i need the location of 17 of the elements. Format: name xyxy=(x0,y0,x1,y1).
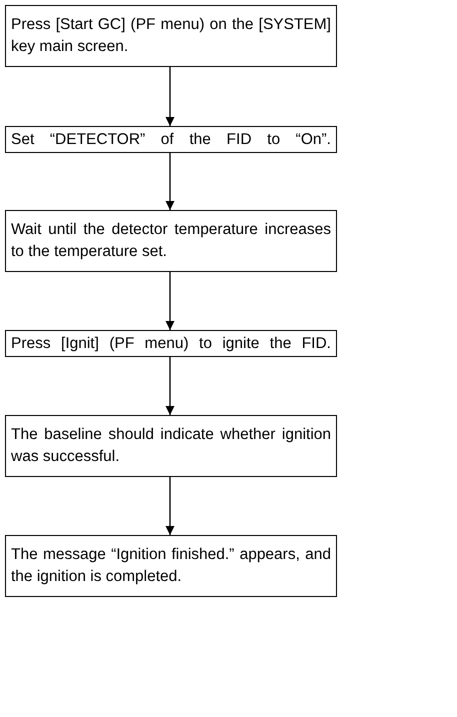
step-text: Press [Start GC] (PF menu) on the [SYSTEM] key main screen. xyxy=(11,15,331,57)
process-box xyxy=(5,415,337,477)
arrow xyxy=(166,357,174,415)
step-text: Set “DETECTOR” of the FID to “On”. xyxy=(11,130,331,150)
step-text: The baseline should indicate whether ignition was successful. xyxy=(11,425,331,467)
arrow xyxy=(166,153,174,210)
process-box xyxy=(5,5,337,67)
step-text: Press [Ignit] (PF menu) to ignite the FID. xyxy=(11,334,331,354)
arrow xyxy=(166,477,174,535)
step-text: Wait until the detector temperature increases to the temperature set. xyxy=(11,220,331,262)
process-box xyxy=(5,330,337,357)
process-box xyxy=(5,535,337,597)
arrow xyxy=(166,272,174,330)
process-box xyxy=(5,126,337,153)
arrow xyxy=(166,67,174,126)
process-box xyxy=(5,210,337,272)
step-text: The message “Ignition finished.” appears, and the ignition is completed. xyxy=(11,545,331,587)
